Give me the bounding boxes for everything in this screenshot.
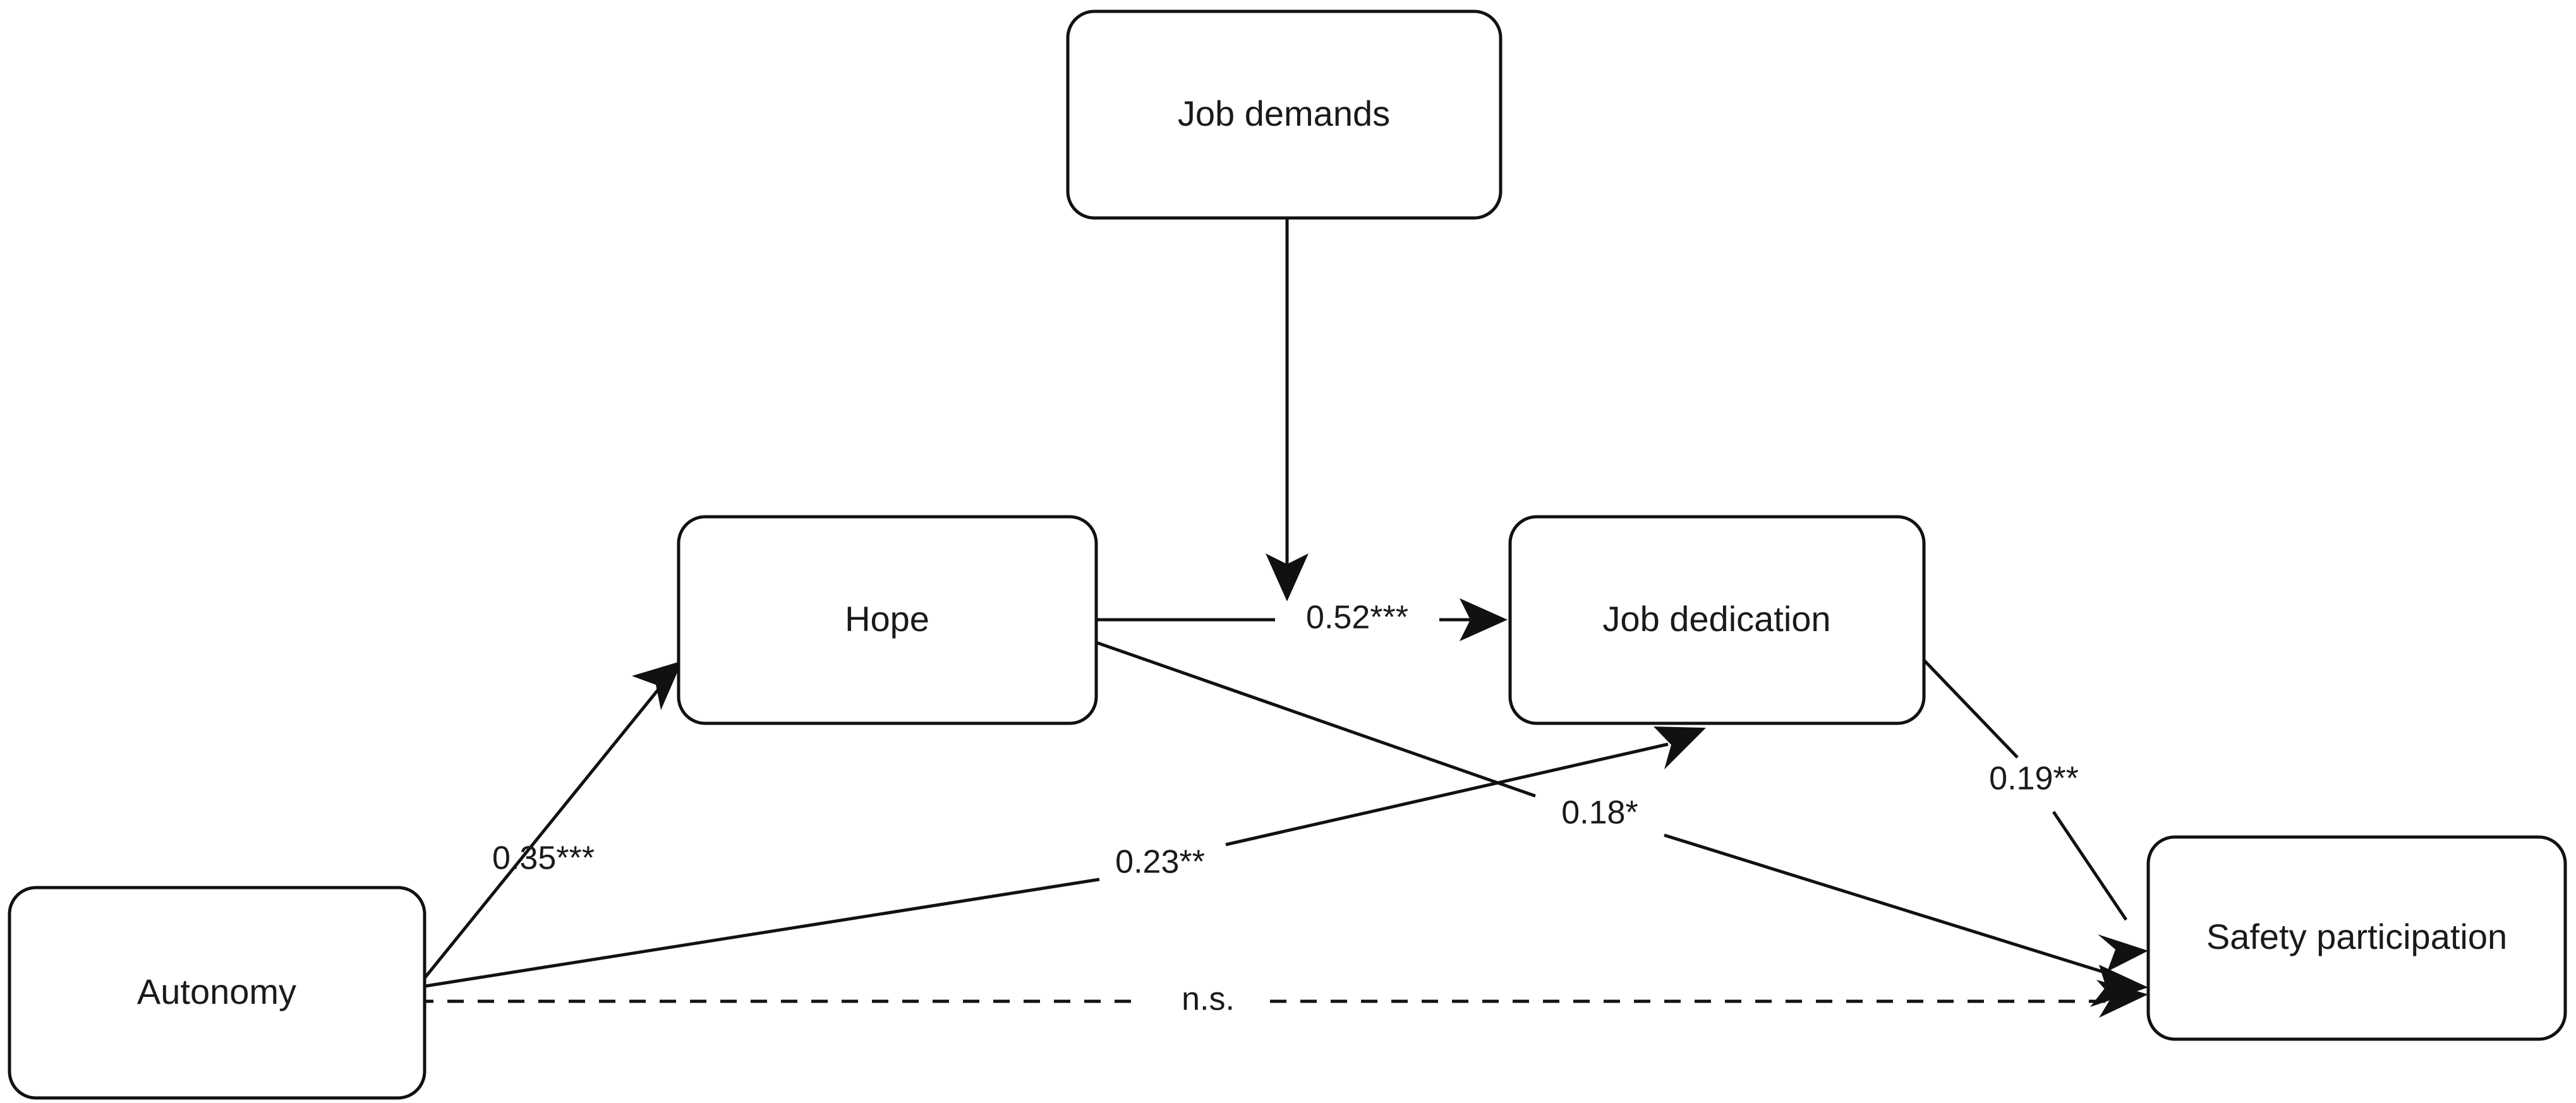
path-label-autonomy-to-safety-participation: n.s. bbox=[1182, 981, 1235, 1018]
autonomy-dedication-line-left bbox=[416, 877, 1100, 989]
path-label-hope-to-job-dedication: 0.52*** bbox=[1306, 600, 1408, 636]
path-hope-to-safety-participation bbox=[1096, 641, 2148, 1007]
job-dedication-safety-line-upper bbox=[1923, 659, 2019, 759]
node-autonomy-box[interactable] bbox=[8, 886, 426, 1100]
arrowhead-into-moderation bbox=[1266, 553, 1309, 601]
path-label-autonomy-to-job-dedication: 0.23** bbox=[1115, 844, 1205, 881]
hope-safety-line-right bbox=[1664, 833, 2111, 976]
node-job-dedication-box[interactable] bbox=[1508, 515, 1926, 725]
node-safety-participation-label: Safety participation bbox=[2206, 917, 2507, 956]
node-job-demands-box[interactable] bbox=[1066, 9, 1503, 220]
path-job-demands-moderation bbox=[1266, 218, 1309, 601]
node-autonomy-label: Autonomy bbox=[137, 972, 296, 1011]
path-label-autonomy-to-hope: 0.35*** bbox=[492, 840, 595, 877]
node-job-demands-label: Job demands bbox=[1178, 93, 1390, 133]
path-label-job-dedication-to-safety-participation: 0.19** bbox=[1989, 761, 2079, 797]
path-autonomy-to-job-dedication bbox=[416, 726, 1706, 989]
arrowhead-into-job-dedication-diagonal bbox=[1654, 726, 1706, 769]
path-label-hope-to-safety-participation: 0.18* bbox=[1561, 795, 1638, 831]
arrowhead-into-safety-participation-from-hope bbox=[2090, 965, 2148, 1007]
path-autonomy-to-safety-participation bbox=[417, 980, 2148, 1018]
node-safety-participation[interactable]: Safety participation bbox=[2146, 835, 2567, 1041]
node-hope-box[interactable] bbox=[677, 515, 1098, 725]
node-job-dedication-label: Job dedication bbox=[1602, 599, 1830, 639]
node-safety-participation-box[interactable] bbox=[2146, 835, 2567, 1041]
hope-safety-line-left bbox=[1096, 641, 1536, 798]
node-hope[interactable]: Hope bbox=[677, 515, 1098, 725]
node-job-demands[interactable]: Job demands bbox=[1066, 9, 1503, 220]
path-hope-to-job-dedication bbox=[1096, 598, 1508, 641]
node-hope-label: Hope bbox=[845, 599, 929, 639]
autonomy-dedication-line-right bbox=[1225, 742, 1669, 847]
arrowhead-into-job-dedication-horizontal bbox=[1460, 598, 1508, 641]
autonomy-hope-line bbox=[416, 687, 660, 989]
arrowhead-into-hope bbox=[632, 661, 682, 710]
path-autonomy-to-hope bbox=[416, 661, 682, 989]
node-autonomy[interactable]: Autonomy bbox=[8, 886, 426, 1100]
node-job-dedication[interactable]: Job dedication bbox=[1508, 515, 1926, 725]
arrowhead-into-safety-participation-from-job-dedication bbox=[2098, 934, 2148, 972]
job-dedication-safety-line-lower bbox=[2052, 811, 2128, 921]
arrowhead-into-safety-participation-from-autonomy bbox=[2096, 980, 2148, 1018]
path-job-dedication-to-safety-participation bbox=[1923, 659, 2148, 972]
